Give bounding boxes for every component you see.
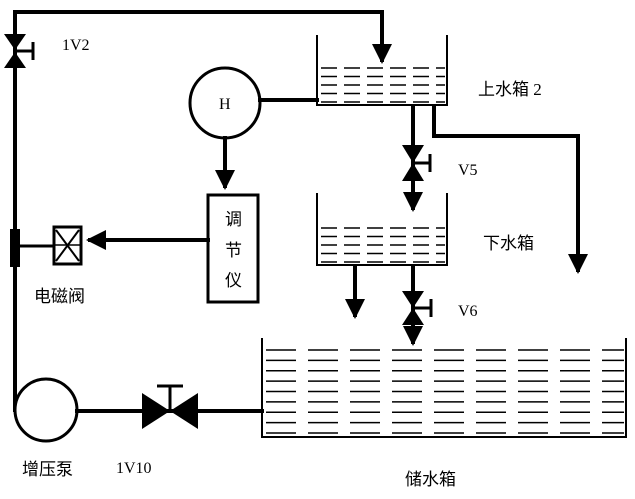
upper-tank — [316, 35, 448, 106]
main-feed-pipe — [13, 10, 392, 412]
level-sensor-label: H — [219, 96, 231, 113]
controller-label-3: 仪 — [225, 271, 242, 290]
controller-box — [206, 193, 260, 304]
valve-v6-icon[interactable] — [402, 291, 433, 325]
lower-tank-label: 下水箱 — [483, 234, 534, 253]
valve-v5-label: V5 — [458, 162, 478, 179]
pump-label: 增压泵 — [22, 460, 73, 479]
pump-icon[interactable] — [13, 377, 79, 443]
storage-tank — [261, 338, 627, 438]
controller-label-1: 调 — [225, 210, 242, 229]
valve-1v10-label: 1V10 — [116, 460, 152, 477]
valve-v5-icon[interactable] — [402, 145, 432, 181]
level-sensor — [188, 66, 319, 190]
upper-tank-label: 上水箱 2 — [478, 80, 542, 99]
lower-tank — [316, 193, 448, 266]
storage-tank-label: 储水箱 — [405, 470, 456, 489]
controller-label-2: 节 — [225, 241, 242, 260]
valve-1v2-label: 1V2 — [62, 37, 90, 54]
lower-outlet-pipes — [345, 265, 423, 346]
solenoid-valve-label: 电磁阀 — [34, 287, 85, 306]
valve-1v10-icon[interactable] — [142, 384, 198, 429]
valve-v6-label: V6 — [458, 303, 478, 320]
solenoid-valve-icon[interactable] — [10, 225, 83, 267]
valve-1v2-icon[interactable] — [4, 34, 35, 68]
